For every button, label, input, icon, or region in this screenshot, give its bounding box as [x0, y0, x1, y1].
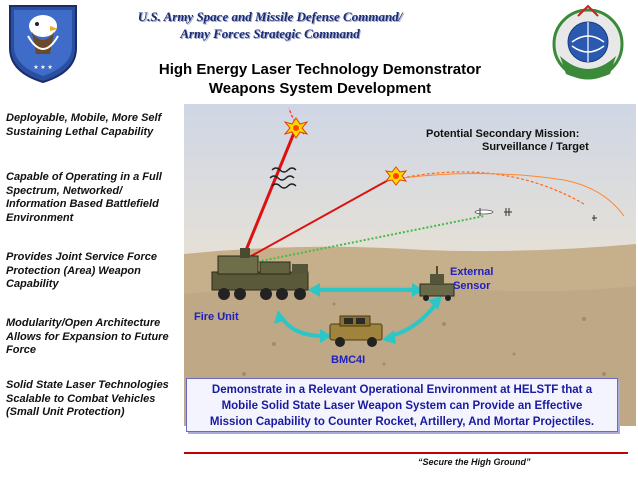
ground-target-icon: [504, 208, 512, 216]
title-line-2: Weapons System Development: [208, 80, 432, 97]
laser-beam-primary: [240, 127, 298, 261]
secondary-mission-label: Potential Secondary Mission: Surveillanc…: [426, 128, 606, 154]
bmc4i-label: BMC4I: [331, 354, 366, 366]
intercept-explosion-2: [384, 166, 408, 186]
callout-line-2: Mobile Solid State Laser Weapon System c…: [221, 400, 583, 412]
shrubs: [222, 302, 606, 376]
fire-unit-label: Fire Unit: [194, 311, 239, 323]
mission-line-2: Surveillance / Target: [482, 141, 589, 153]
projectile-arc: [401, 172, 625, 217]
callout-line-1: Demonstrate in a Relevant Operational En…: [211, 384, 593, 396]
title-line-1: High Energy Laser Technology Demonstrato…: [158, 61, 482, 78]
external-line-1: External: [450, 266, 494, 278]
organization-name: U.S. Army Space and Missile Defense Comm…: [100, 8, 440, 42]
page-title: High Energy Laser Technology Demonstrato…: [110, 60, 530, 98]
uav-icon: [474, 208, 494, 216]
link-fire-unit-bmc4i: [280, 316, 325, 338]
bullet-full-spectrum: Capable of Operating in a Full Spectrum,…: [6, 171, 162, 224]
demonstration-callout: Demonstrate in a Relevant Operational En…: [186, 378, 618, 432]
intercept-explosion-1: [283, 117, 309, 139]
distant-target-icon: [592, 215, 597, 221]
bullet-solid-state: Solid State Laser Technologies Scalable …: [6, 379, 169, 418]
projectile-trail-2: [401, 171, 585, 205]
network-arrowheads: [274, 283, 442, 344]
bullet-modularity: Modularity/Open Architecture Allows for …: [6, 317, 169, 356]
footer-divider: [184, 452, 628, 454]
atmospheric-distortion-icon: [269, 167, 297, 189]
eagle-shield-emblem-icon: ★ ★ ★: [9, 5, 77, 84]
bullet-joint-service: Provides Joint Service Force Protection …: [6, 251, 158, 290]
mission-line-1: Potential Secondary Mission:: [426, 128, 580, 140]
external-sensor-icon: [419, 266, 455, 301]
laser-beam-secondary: [243, 177, 393, 261]
org-line-1: U.S. Army Space and Missile Defense Comm…: [137, 9, 403, 24]
globe-crest-emblem-icon: [552, 4, 624, 80]
external-sensor-label: External Sensor: [450, 265, 493, 293]
fire-unit-vehicle-icon: [211, 248, 309, 300]
svg-text:★ ★ ★: ★ ★ ★: [33, 64, 52, 71]
targeting-beam: [245, 215, 485, 265]
callout-line-3: Mission Capability to Counter Rocket, Ar…: [209, 416, 595, 428]
bullet-deployable: Deployable, Mobile, More Self Sustaining…: [6, 112, 162, 138]
external-line-2: Sensor: [453, 280, 491, 292]
motto: “Secure the High Ground”: [418, 457, 531, 467]
org-line-2: Army Forces Strategic Command: [180, 26, 360, 41]
bmc4i-vehicle-icon: [329, 315, 383, 347]
